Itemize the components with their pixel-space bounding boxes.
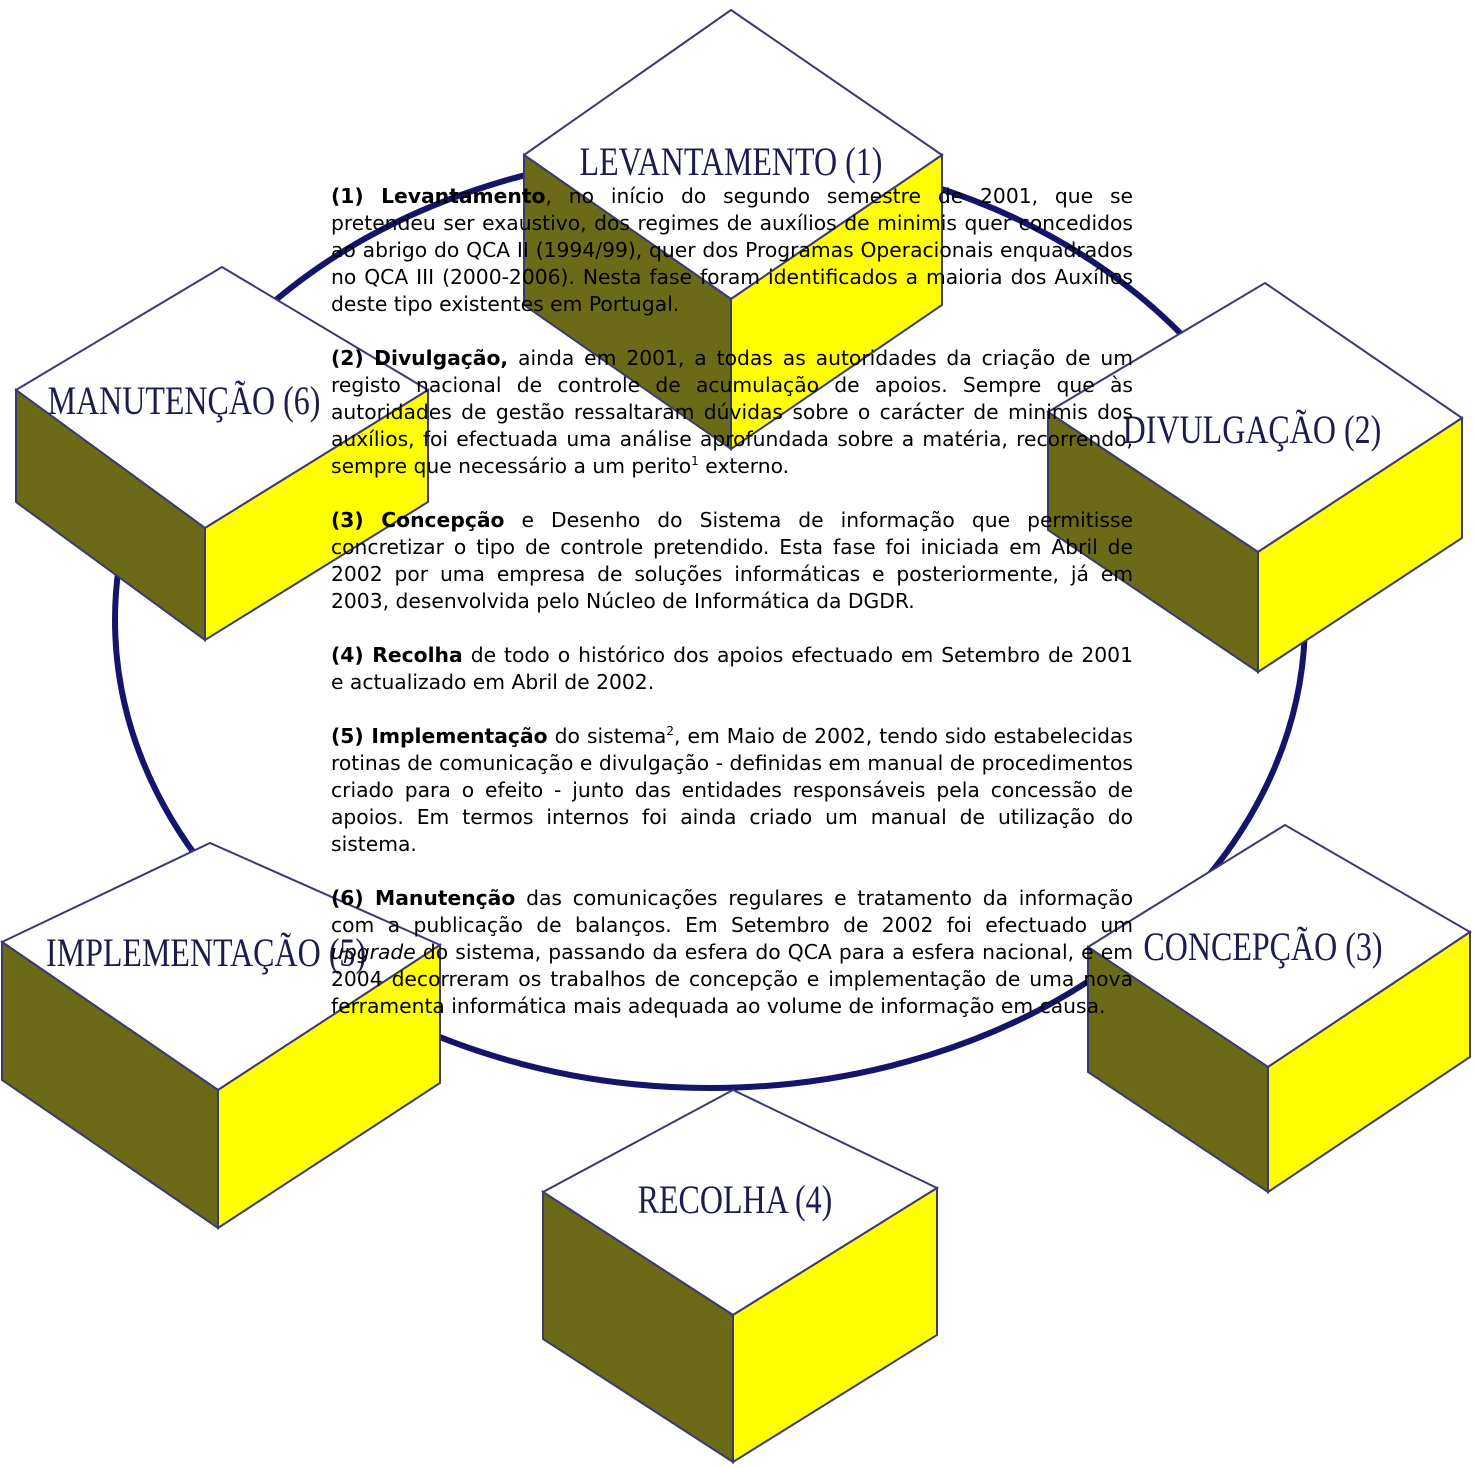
paragraph-levantamento-title: (1) Levantamento <box>331 184 546 208</box>
box-manutencao-label: MANUTENÇÃO (6) <box>48 379 321 423</box>
paragraph-divulgacao-body: ainda em 2001, a todas as autoridades da… <box>331 346 1133 478</box>
paragraph-implementacao: (5) Implementação do sistema2, em Maio d… <box>331 723 1133 858</box>
footnote-marker-2: 2 <box>666 724 674 739</box>
box-divulgacao-right-side <box>1257 416 1463 674</box>
box-recolha-right-side <box>732 1186 938 1464</box>
box-manutencao-right-side <box>204 388 429 642</box>
box-levantamento-right-side <box>730 153 943 451</box>
paragraph-recolha-body: de todo o histórico dos apoios efectuado… <box>331 643 1133 694</box>
paragraph-concepcao: (3) Concepção e Desenho do Sistema de in… <box>331 507 1133 615</box>
box-levantamento-label: LEVANTAMENTO (1) <box>580 140 883 184</box>
box-concepcao-label: CONCEPÇÃO (3) <box>1143 925 1382 969</box>
paragraph-implementacao-body-b: , em Maio de 2002, tendo sido estabeleci… <box>331 724 1133 856</box>
box-concepcao: CONCEPÇÃO (3) <box>1086 823 1472 1194</box>
paragraph-concepcao-title: (3) Concepção <box>331 508 505 532</box>
paragraph-levantamento-body: , no início do segundo semestre de 2001,… <box>331 184 1133 316</box>
paragraph-recolha-title: (4) Recolha <box>331 643 463 667</box>
paragraph-manutencao-title: (6) Manutenção <box>331 886 516 910</box>
phase-description-text: (1) Levantamento, no início do segundo s… <box>331 183 1133 1047</box>
box-recolha-label: RECOLHA (4) <box>638 1178 833 1222</box>
paragraph-recolha: (4) Recolha de todo o histórico dos apoi… <box>331 642 1133 696</box>
paragraph-manutencao-body-b: do sistema, passando da esfera do QCA pa… <box>331 940 1133 1018</box>
box-divulgacao: DIVULGAÇÃO (2) <box>1046 281 1464 674</box>
paragraph-manutencao-emphasis: upgrade <box>331 940 416 964</box>
paragraph-manutencao: (6) Manutenção das comunicações regulare… <box>331 885 1133 1020</box>
paragraph-implementacao-body-a: do sistema <box>547 724 667 748</box>
paragraph-implementacao-title: (5) Implementação <box>331 724 548 748</box>
box-concepcao-right-side <box>1267 930 1471 1194</box>
paragraph-levantamento: (1) Levantamento, no início do segundo s… <box>331 183 1133 318</box>
paragraph-divulgacao-tail: externo. <box>698 454 790 478</box>
box-implementacao-label: IMPLEMENTAÇÃO (5) <box>46 931 366 975</box>
paragraph-divulgacao-title: (2) Divulgação, <box>331 346 509 370</box>
paragraph-divulgacao: (2) Divulgação, ainda em 2001, a todas a… <box>331 345 1133 480</box>
box-levantamento: LEVANTAMENTO (1) <box>522 8 944 451</box>
box-divulgacao-label: DIVULGAÇÃO (2) <box>1123 408 1382 452</box>
paragraph-manutencao-body-a: das comunicações regulares e tratamento … <box>331 886 1133 937</box>
box-implementacao-right-side <box>217 943 441 1230</box>
box-implementacao: IMPLEMENTAÇÃO (5) <box>0 841 443 1230</box>
footnote-marker-1: 1 <box>691 454 699 469</box>
box-recolha: RECOLHA (4) <box>541 1088 940 1464</box>
box-manutencao: MANUTENÇÃO (6) <box>14 265 430 642</box>
paragraph-concepcao-body: e Desenho do Sistema de informação que p… <box>331 508 1134 613</box>
